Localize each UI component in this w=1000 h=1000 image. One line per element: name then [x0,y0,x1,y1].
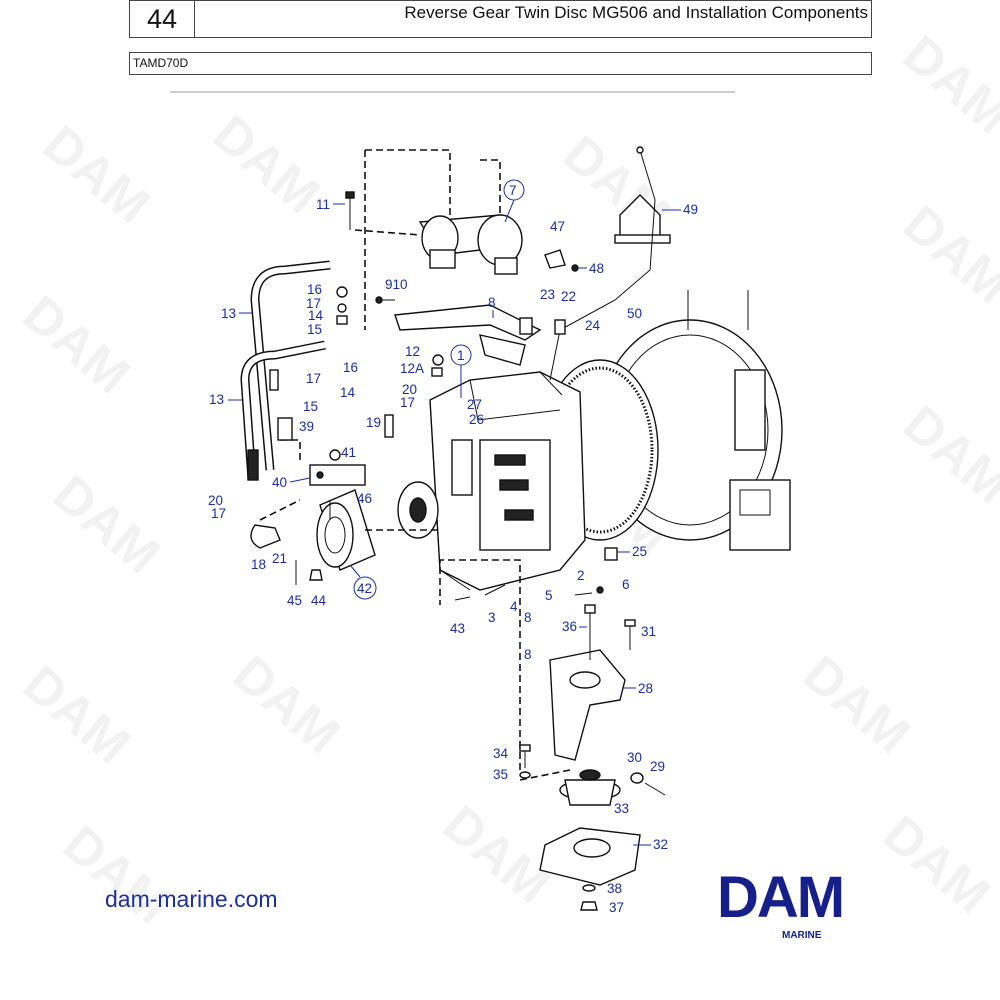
callout-34: 34 [493,746,509,761]
callout-17-b: 17 [306,371,321,386]
callout-44: 44 [311,593,327,608]
callout-26: 26 [469,412,484,427]
watermark: DAM [12,655,140,776]
watermark: DAM [892,195,1000,316]
callouts: 11 7 47 48 49 16 17 14 15 13 910 8 23 22… [208,179,698,915]
callout-45: 45 [287,593,302,608]
callout-39: 39 [299,419,314,434]
engine-mount-bracket [549,649,626,761]
header-model-box: TAMD70D [129,52,872,75]
output-coupling [316,489,376,571]
callout-35: 35 [493,767,508,782]
watermark: DAM [552,125,680,246]
oil-hoses [240,260,331,549]
watermark: DAM [12,285,140,406]
callout-37: 37 [609,900,624,915]
watermark: DAM [202,105,330,226]
callout-5: 5 [545,588,553,603]
website-link[interactable]: dam-marine.com [105,886,278,912]
callout-23: 23 [540,287,555,302]
watermark: DAM [32,115,160,236]
callout-1-circled: 1 [457,348,465,363]
callout-20-b: 20 [208,493,223,508]
page-title: Reverse Gear Twin Disc MG506 and Install… [404,3,868,22]
callout-40: 40 [272,475,287,490]
mount-base [539,827,641,886]
rubber-mount [559,769,621,806]
callout-4: 4 [510,599,518,614]
callout-2: 2 [577,568,585,583]
callout-36: 36 [562,619,577,634]
callout-16-b: 16 [343,360,358,375]
callout-27: 27 [467,397,482,412]
watermark: DAM [222,645,350,766]
callout-46: 46 [357,491,372,506]
callout-17-d: 17 [211,506,226,521]
watermark: DAM [892,395,1000,516]
callout-22: 22 [561,289,576,304]
callout-33: 33 [614,801,629,816]
callout-38: 38 [607,881,622,896]
callout-8-c: 8 [524,647,532,662]
callout-16: 16 [307,282,322,297]
watermark: DAM [52,815,180,936]
control-cable [549,146,671,381]
callout-14-b: 14 [340,385,356,400]
callout-18: 18 [251,557,266,572]
valve-block [309,464,366,486]
callout-8-b: 8 [524,610,532,625]
callout-30: 30 [627,750,642,765]
callout-13-b: 13 [209,392,224,407]
callout-32: 32 [653,837,668,852]
callout-14: 14 [308,308,324,323]
fasteners [277,191,666,911]
callout-12A: 12A [400,361,424,376]
callout-47: 47 [550,219,565,234]
callout-12: 12 [405,344,420,359]
header-title-box: 44 Reverse Gear Twin Disc MG506 and Inst… [129,0,872,38]
control-cylinder [418,214,523,275]
callout-17-c: 17 [400,395,415,410]
callout-3: 3 [488,610,496,625]
watermark: DAM [432,795,560,916]
callout-24: 24 [585,318,601,333]
dam-marine-logo: DAM MARINE [717,865,897,946]
callout-41: 41 [341,445,356,460]
callout-7-circled: 7 [509,183,517,198]
callout-15: 15 [307,322,322,337]
callout-11: 11 [316,197,330,212]
callout-48: 48 [589,261,604,276]
callout-13: 13 [221,306,236,321]
callout-28: 28 [638,681,653,696]
callout-21: 21 [272,551,287,566]
logo-text: DAM [717,865,845,930]
callout-15-b: 15 [303,399,318,414]
callout-43: 43 [450,621,465,636]
engine-model: TAMD70D [133,56,189,70]
callout-6: 6 [622,577,630,592]
reverse-gear-housing [397,371,586,591]
callout-50: 50 [627,306,642,321]
page-number: 44 [130,1,195,37]
watermark: DAM [42,465,170,586]
watermark: DAM [892,25,1000,146]
callout-42-circled: 42 [357,581,372,596]
callout-31: 31 [641,624,656,639]
callout-17: 17 [306,296,321,311]
callout-49: 49 [683,202,698,217]
callout-9-10: 910 [385,277,408,292]
callout-20: 20 [402,382,417,397]
callout-19: 19 [366,415,381,430]
callout-8: 8 [488,295,496,310]
callout-29: 29 [650,759,665,774]
callout-25: 25 [632,544,647,559]
watermark: DAM [792,645,920,766]
support-bracket [394,304,542,366]
logo-subtext: MARINE [782,930,822,941]
